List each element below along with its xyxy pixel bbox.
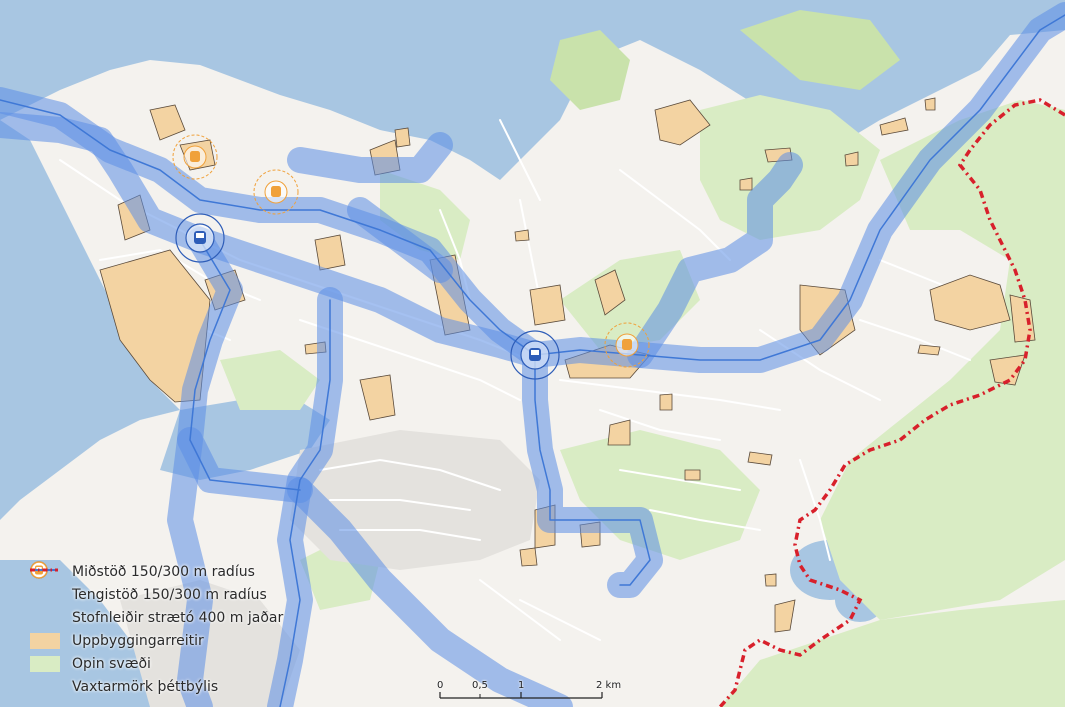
- connection-stop-harbour[interactable]: [172, 134, 218, 180]
- green-fill-icon: [30, 655, 60, 672]
- scale-tick: 0: [437, 680, 444, 691]
- scale-bar: 0 0,5 1 2 km: [436, 672, 636, 704]
- legend-label: Opin svæði: [72, 655, 151, 672]
- bus-icon: [622, 339, 632, 350]
- connection-stop-downtown[interactable]: [253, 169, 299, 215]
- legend-label: Tengistöð 150/300 m radíus: [72, 586, 267, 603]
- connection-stop-east[interactable]: [604, 322, 650, 368]
- development-plots: [99, 97, 1036, 633]
- urban-area-south: [120, 580, 300, 707]
- bus-icon: [271, 186, 281, 197]
- open-areas-layer: [220, 10, 1065, 707]
- legend-item-stop: Tengistöð 150/300 m radíus: [28, 561, 328, 606]
- bus-icon: [190, 151, 200, 162]
- scale-tick: 0,5: [472, 680, 488, 691]
- hub-stop-central[interactable]: [510, 330, 560, 380]
- legend-label: Miðstöð 150/300 m radíus: [72, 563, 255, 580]
- map-legend: Miðstöð 150/300 m radíus Tengistöð 150/3…: [28, 560, 328, 698]
- legend-item-development: Uppbyggingarreitir: [28, 629, 328, 652]
- legend-label: Vaxtarmörk þéttbýlis: [72, 678, 219, 695]
- legend-label: Stofnleiðir strætó 400 m jaðar: [72, 609, 284, 626]
- growth-boundary: [718, 98, 1065, 707]
- legend-item-hub: Miðstöð 150/300 m radíus: [28, 560, 328, 583]
- scale-bar-graphic: [439, 692, 603, 699]
- hub-stop-westurban[interactable]: [175, 213, 225, 263]
- legend-label: Uppbyggingarreitir: [72, 632, 204, 649]
- legend-item-open-areas: Opin svæði: [28, 652, 328, 675]
- boundary-line-icon: [30, 568, 58, 572]
- legend-item-boundary: Vaxtarmörk þéttbýlis: [28, 568, 328, 698]
- scale-tick: 2 km: [596, 680, 622, 691]
- scale-tick: 1: [518, 680, 525, 691]
- development-fill-icon: [30, 632, 60, 649]
- legend-item-route: Stofnleiðir strætó 400 m jaðar: [28, 569, 328, 629]
